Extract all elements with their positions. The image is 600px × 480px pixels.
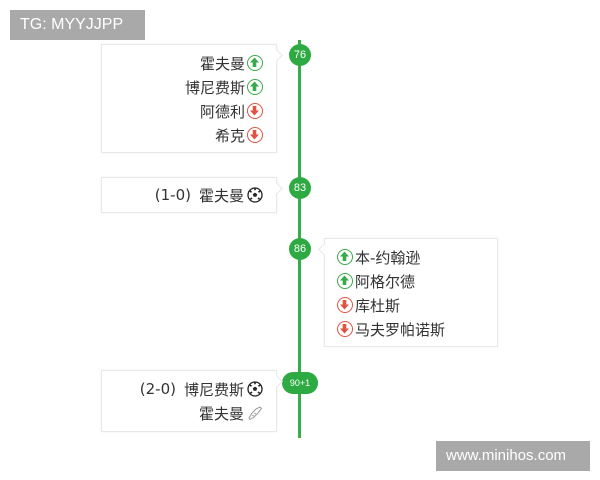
sub-in-arrow-up-icon: [337, 273, 353, 289]
substitution-row: 库杜斯: [325, 293, 497, 317]
player-name: 本-约翰逊: [355, 248, 421, 267]
player-name: 马夫罗帕诺斯: [355, 320, 446, 339]
player-name: 霍夫曼: [199, 54, 245, 73]
sub-out-arrow-down-icon: [247, 127, 263, 143]
minute-badge: 83: [289, 177, 311, 199]
substitution-row: 博尼费斯: [102, 75, 276, 99]
substitution-row: 阿德利: [102, 99, 276, 123]
goal-card: (2-0) 博尼费斯 霍夫曼: [101, 370, 277, 432]
score-text: (1-0): [154, 186, 191, 204]
substitution-row: 阿格尔德: [325, 269, 497, 293]
goal-card: (1-0) 霍夫曼: [101, 177, 277, 213]
goal-row: (2-0) 博尼费斯: [102, 377, 276, 401]
player-name: 博尼费斯: [183, 380, 244, 399]
sub-in-arrow-up-icon: [247, 79, 263, 95]
assist-boot-icon: [247, 405, 263, 421]
minute-badge: 90+1: [282, 372, 318, 394]
sub-out-arrow-down-icon: [337, 321, 353, 337]
substitution-card: 本-约翰逊 阿格尔德 库杜斯 马夫罗帕诺斯: [324, 238, 498, 347]
sub-out-arrow-down-icon: [247, 103, 263, 119]
substitution-card: 霍夫曼 博尼费斯 阿德利 希克: [101, 44, 277, 153]
watermark-bottom: www.minihos.com: [436, 441, 590, 471]
substitution-row: 本-约翰逊: [325, 245, 497, 269]
player-name: 希克: [214, 126, 245, 145]
substitution-row: 希克: [102, 123, 276, 147]
minute-badge: 86: [289, 238, 311, 260]
sub-out-arrow-down-icon: [337, 297, 353, 313]
goal-row: (1-0) 霍夫曼: [102, 183, 276, 207]
player-name: 库杜斯: [355, 296, 401, 315]
player-name: 博尼费斯: [184, 78, 245, 97]
sub-in-arrow-up-icon: [247, 55, 263, 71]
substitution-row: 马夫罗帕诺斯: [325, 317, 497, 341]
soccer-ball-icon: [247, 187, 263, 203]
player-name: 霍夫曼: [198, 404, 244, 423]
minute-badge: 76: [289, 44, 311, 66]
player-name: 阿德利: [199, 102, 245, 121]
soccer-ball-icon: [247, 381, 263, 397]
assist-row: 霍夫曼: [102, 401, 276, 425]
player-name: 阿格尔德: [355, 272, 416, 291]
sub-in-arrow-up-icon: [337, 249, 353, 265]
player-name: 霍夫曼: [198, 186, 244, 205]
score-text: (2-0): [139, 380, 176, 398]
watermark-top: TG: MYYJJPP: [10, 10, 145, 40]
substitution-row: 霍夫曼: [102, 51, 276, 75]
